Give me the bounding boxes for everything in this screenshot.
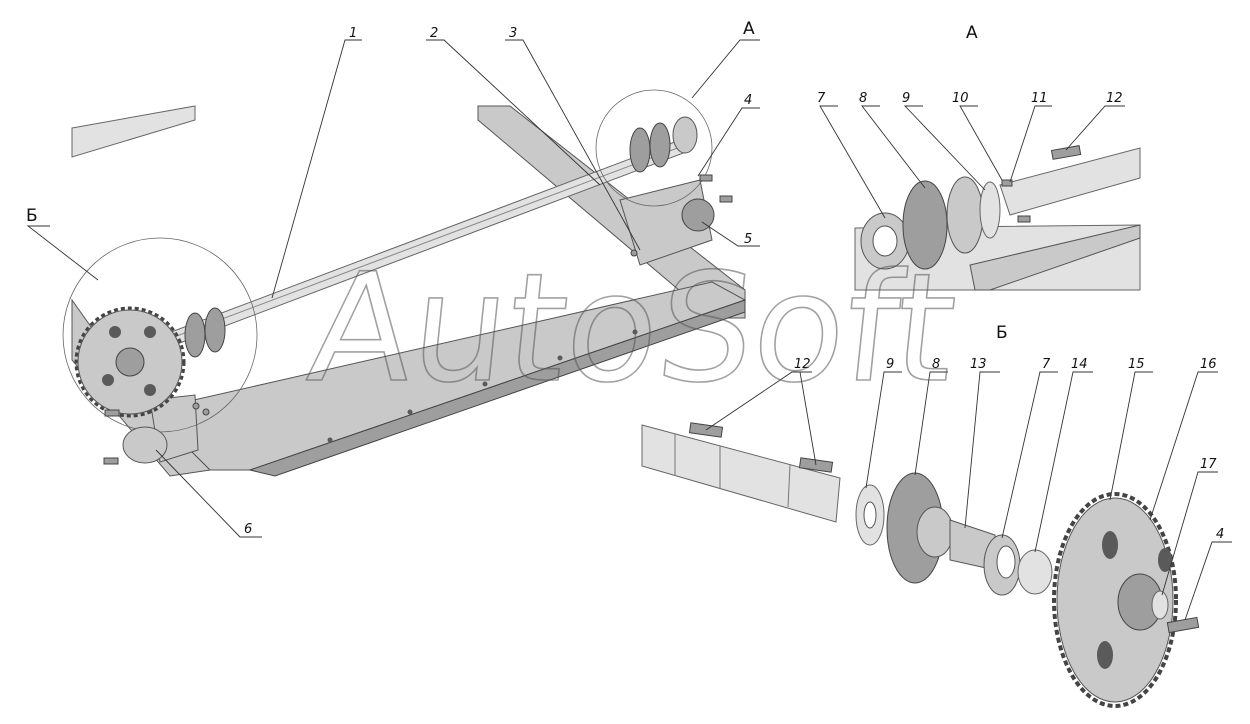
detail-b-bolt <box>1166 616 1200 634</box>
detail-b-shaft <box>641 424 841 523</box>
detail-b-callout-12: 12 <box>794 357 811 372</box>
detail-view-b: Б 12 9 8 <box>641 323 1232 708</box>
bolt-4 <box>699 174 713 182</box>
left-sprocket-assembly <box>62 174 733 465</box>
bolt-left-upper <box>104 409 120 417</box>
callout-1: 1 <box>349 26 357 41</box>
detail-b-title: Б <box>996 323 1008 343</box>
watermark-text: AutoSoft <box>301 241 964 416</box>
detail-b-callout-17: 17 <box>1200 457 1217 472</box>
frame-rail-top-left <box>71 105 196 158</box>
detail-b-callout-14: 14 <box>1071 357 1088 372</box>
detail-a-title: А <box>966 23 978 43</box>
callout-3: 3 <box>509 26 517 41</box>
nut-left-1 <box>192 402 200 410</box>
detail-a-shaft <box>999 147 1141 216</box>
detail-a-screw-bottom <box>1017 215 1031 223</box>
detail-a-rail <box>969 224 1141 291</box>
bearing-housing-right <box>681 198 715 232</box>
detail-b-sprocket-teeth <box>1052 492 1178 708</box>
frame-rail-front-edge <box>248 299 746 477</box>
detail-b-callout-16: 16 <box>1200 357 1217 372</box>
sprocket-teeth <box>74 306 186 418</box>
bearing-right <box>672 116 698 154</box>
right-sprocket-assembly <box>595 89 713 207</box>
main-callouts: 1 2 3 4 5 6 А Б <box>26 19 760 538</box>
callout-2: 2 <box>430 26 438 41</box>
nut-3 <box>630 249 638 257</box>
detail-b-end-washer <box>1151 590 1169 620</box>
detail-view-a: А 7 8 9 10 11 12 <box>817 23 1141 291</box>
frame-holes <box>327 329 638 443</box>
detail-a-callout-10: 10 <box>952 91 969 106</box>
callout-4: 4 <box>744 93 752 108</box>
callout-6: 6 <box>244 522 252 537</box>
detail-b-chain-sprocket <box>1056 497 1174 703</box>
detail-a-star-sprocket <box>902 180 948 270</box>
detail-a-screw-top <box>1001 179 1013 187</box>
sprocket-hub <box>115 347 145 377</box>
detail-a-key <box>1050 145 1082 160</box>
detail-b-ring <box>1017 549 1053 595</box>
bolt-left-lower <box>103 457 119 465</box>
star-sprocket-right-2 <box>649 122 671 168</box>
star-sprocket-left <box>184 312 206 358</box>
star-sprocket-right-1 <box>629 127 651 173</box>
detail-circle-a <box>595 89 713 207</box>
detail-b-callout-15: 15 <box>1128 357 1145 372</box>
detail-a-callout-12: 12 <box>1106 91 1123 106</box>
view-label-b: Б <box>26 206 38 226</box>
detail-b-callout-9: 9 <box>886 357 894 372</box>
bolt-right <box>719 195 733 203</box>
detail-b-callout-4: 4 <box>1216 527 1224 542</box>
nut-left-2 <box>202 408 210 416</box>
detail-a-washer <box>979 181 1001 239</box>
bearing-housing-left <box>122 426 168 464</box>
detail-b-callout-7: 7 <box>1042 357 1051 372</box>
detail-a-callout-11: 11 <box>1031 91 1048 106</box>
detail-a-callout-8: 8 <box>859 91 867 106</box>
detail-b-star-hub <box>916 506 954 558</box>
detail-a-callout-7: 7 <box>817 91 826 106</box>
frame <box>71 105 747 477</box>
callout-5: 5 <box>744 232 752 247</box>
view-label-a: А <box>743 19 755 39</box>
detail-b-callout-8: 8 <box>932 357 940 372</box>
detail-b-callout-13: 13 <box>970 357 987 372</box>
star-sprocket-left-2 <box>204 307 226 353</box>
frame-rail-right <box>477 105 746 319</box>
detail-a-callout-9: 9 <box>902 91 910 106</box>
